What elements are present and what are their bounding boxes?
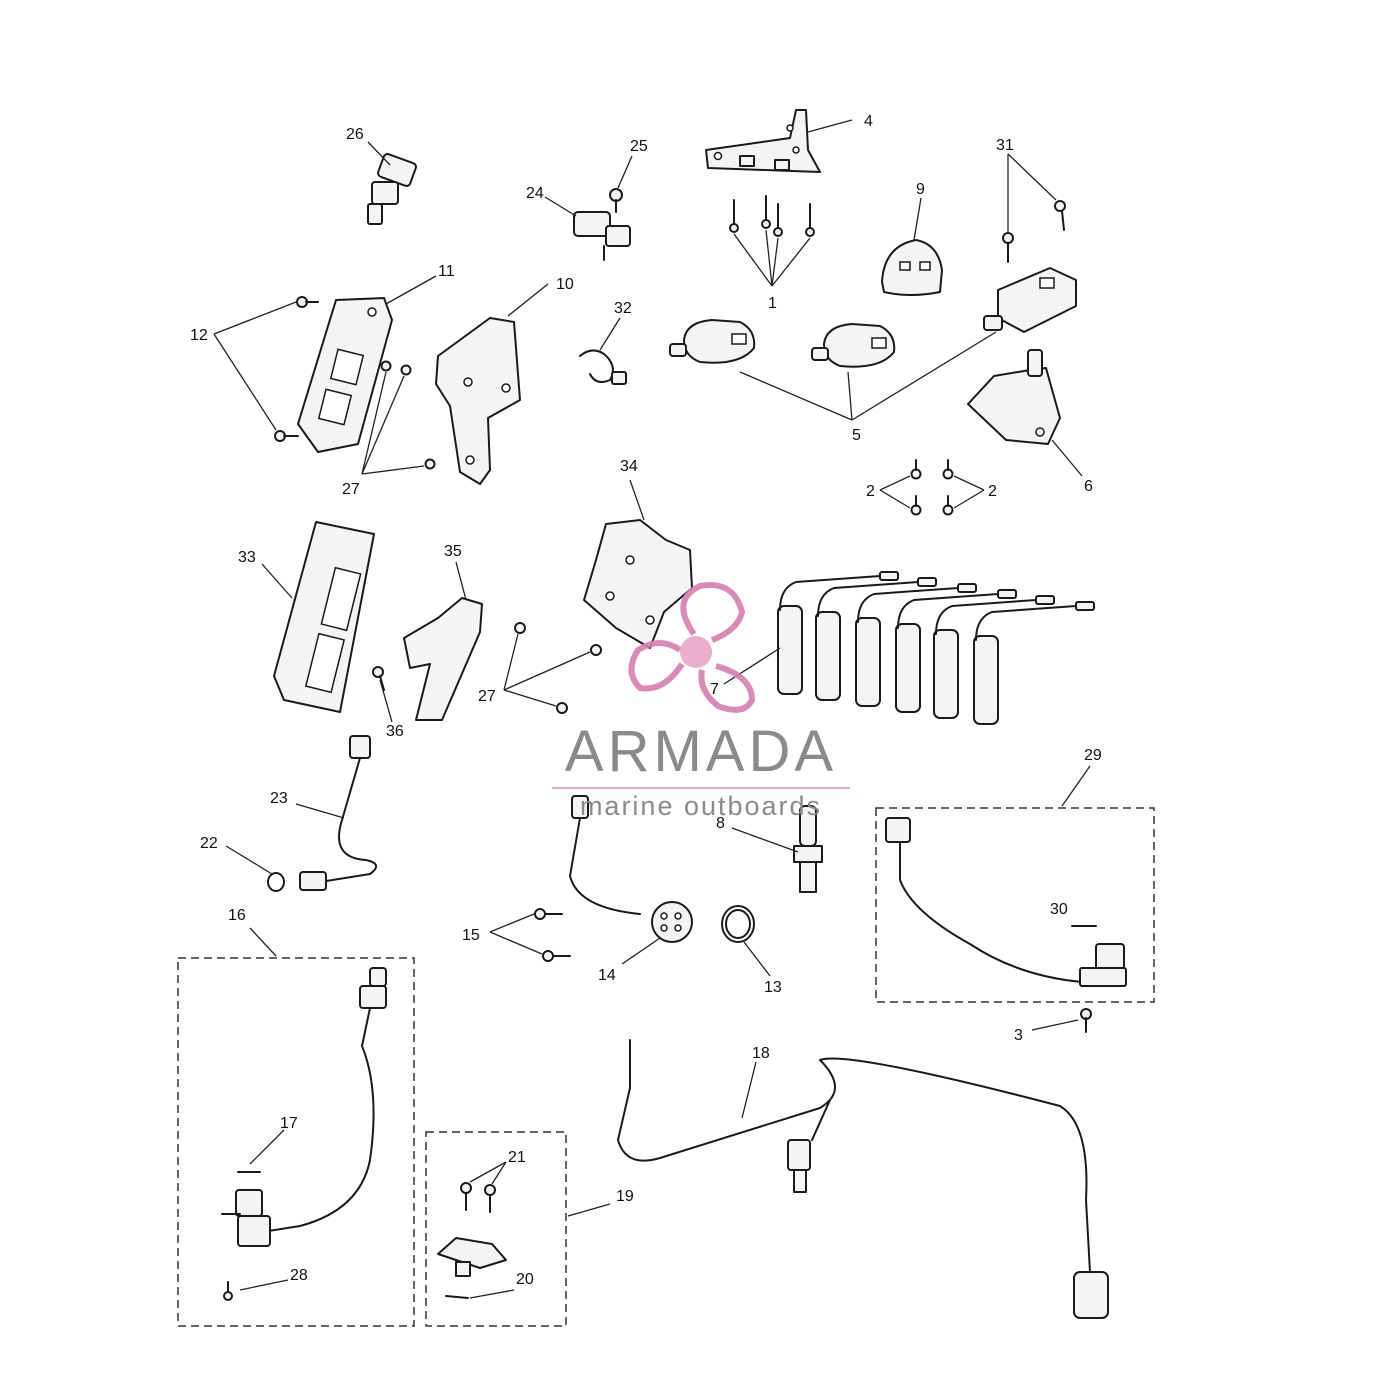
- callout-20: 20: [516, 1271, 534, 1288]
- part-11-cover: [297, 275, 437, 453]
- callout-16: 16: [228, 907, 246, 924]
- armada-propeller-logo: [628, 582, 756, 713]
- part-5-coils: [669, 267, 1077, 421]
- part-4-bracket: [705, 109, 853, 173]
- part-32-clip: [579, 317, 627, 385]
- callout-27: 27: [478, 688, 496, 705]
- part-27-screws-upper: [361, 360, 436, 475]
- logo-tagline: marine outboards: [579, 791, 823, 821]
- callout-31: 31: [996, 137, 1014, 154]
- part-8-spark-plug: [731, 805, 823, 893]
- callout-30: 30: [1050, 901, 1068, 918]
- callout-3: 3: [1014, 1027, 1023, 1044]
- callout-25: 25: [630, 138, 648, 155]
- part-6-bracket: [967, 349, 1083, 477]
- callout-22: 22: [200, 835, 218, 852]
- part-26-sensor: [367, 141, 417, 225]
- callout-14: 14: [598, 967, 616, 984]
- callout-10: 10: [556, 276, 574, 293]
- callout-numbers: 1 2 2 3 4 5 6 7 8 9 10 11 12 13 14 15 16…: [190, 113, 1102, 1288]
- part-14-sensor-cable: [569, 795, 693, 965]
- callout-21: 21: [508, 1149, 526, 1166]
- part-35-bracket: [403, 561, 483, 721]
- callout-12: 12: [190, 327, 208, 344]
- part-27-screws-lower: [503, 622, 602, 714]
- part-25-screw: [609, 155, 633, 213]
- callout-1: 1: [768, 295, 777, 312]
- part-2-screws: [879, 459, 985, 516]
- callout-34: 34: [620, 458, 638, 475]
- part-19-kit-box: [425, 1131, 611, 1327]
- part-33-ecu: [261, 521, 375, 713]
- part-3-screw: [1031, 1008, 1092, 1033]
- callout-15: 15: [462, 927, 480, 944]
- part-10-bracket: [435, 283, 549, 485]
- part-13-o-ring: [721, 905, 771, 977]
- callout-11: 11: [438, 263, 455, 280]
- callout-17: 17: [280, 1115, 298, 1132]
- part-16-kit-box: [177, 927, 415, 1327]
- callout-36: 36: [386, 723, 404, 740]
- part-12-screws: [213, 296, 319, 442]
- callout-27: 27: [342, 481, 360, 498]
- callout-18: 18: [752, 1045, 770, 1062]
- part-22-o-ring: [225, 845, 285, 892]
- callout-28: 28: [290, 1267, 308, 1284]
- callout-4: 4: [864, 113, 873, 130]
- part-36-screw: [372, 666, 393, 723]
- callout-5: 5: [852, 427, 861, 444]
- callout-33: 33: [238, 549, 256, 566]
- callout-19: 19: [616, 1188, 634, 1205]
- part-24-sensor: [544, 196, 631, 261]
- callout-35: 35: [444, 543, 462, 560]
- part-1-screws: [729, 195, 815, 287]
- callout-6: 6: [1084, 478, 1093, 495]
- part-31-screws: [1002, 153, 1066, 263]
- callout-29: 29: [1084, 747, 1102, 764]
- callout-8: 8: [716, 815, 725, 832]
- part-18-sensor-harness: [617, 1039, 1109, 1319]
- part-23-sensor-wire: [295, 735, 377, 891]
- callout-32: 32: [614, 300, 632, 317]
- callout-23: 23: [270, 790, 288, 807]
- logo-wordmark: ARMADA: [564, 719, 838, 784]
- callout-7: 7: [710, 681, 719, 698]
- callout-2: 2: [988, 483, 997, 500]
- callout-2: 2: [866, 483, 875, 500]
- callout-13: 13: [764, 979, 782, 996]
- part-7-ignition-leads: [723, 571, 1095, 725]
- part-15-screws: [489, 908, 571, 962]
- part-9-cap: [881, 197, 943, 296]
- part-29-kit-box: [875, 765, 1155, 1003]
- callout-24: 24: [526, 185, 544, 202]
- callout-26: 26: [346, 126, 364, 143]
- logo-divider: [552, 787, 850, 789]
- part-34-bracket: [583, 479, 693, 649]
- callout-9: 9: [916, 181, 925, 198]
